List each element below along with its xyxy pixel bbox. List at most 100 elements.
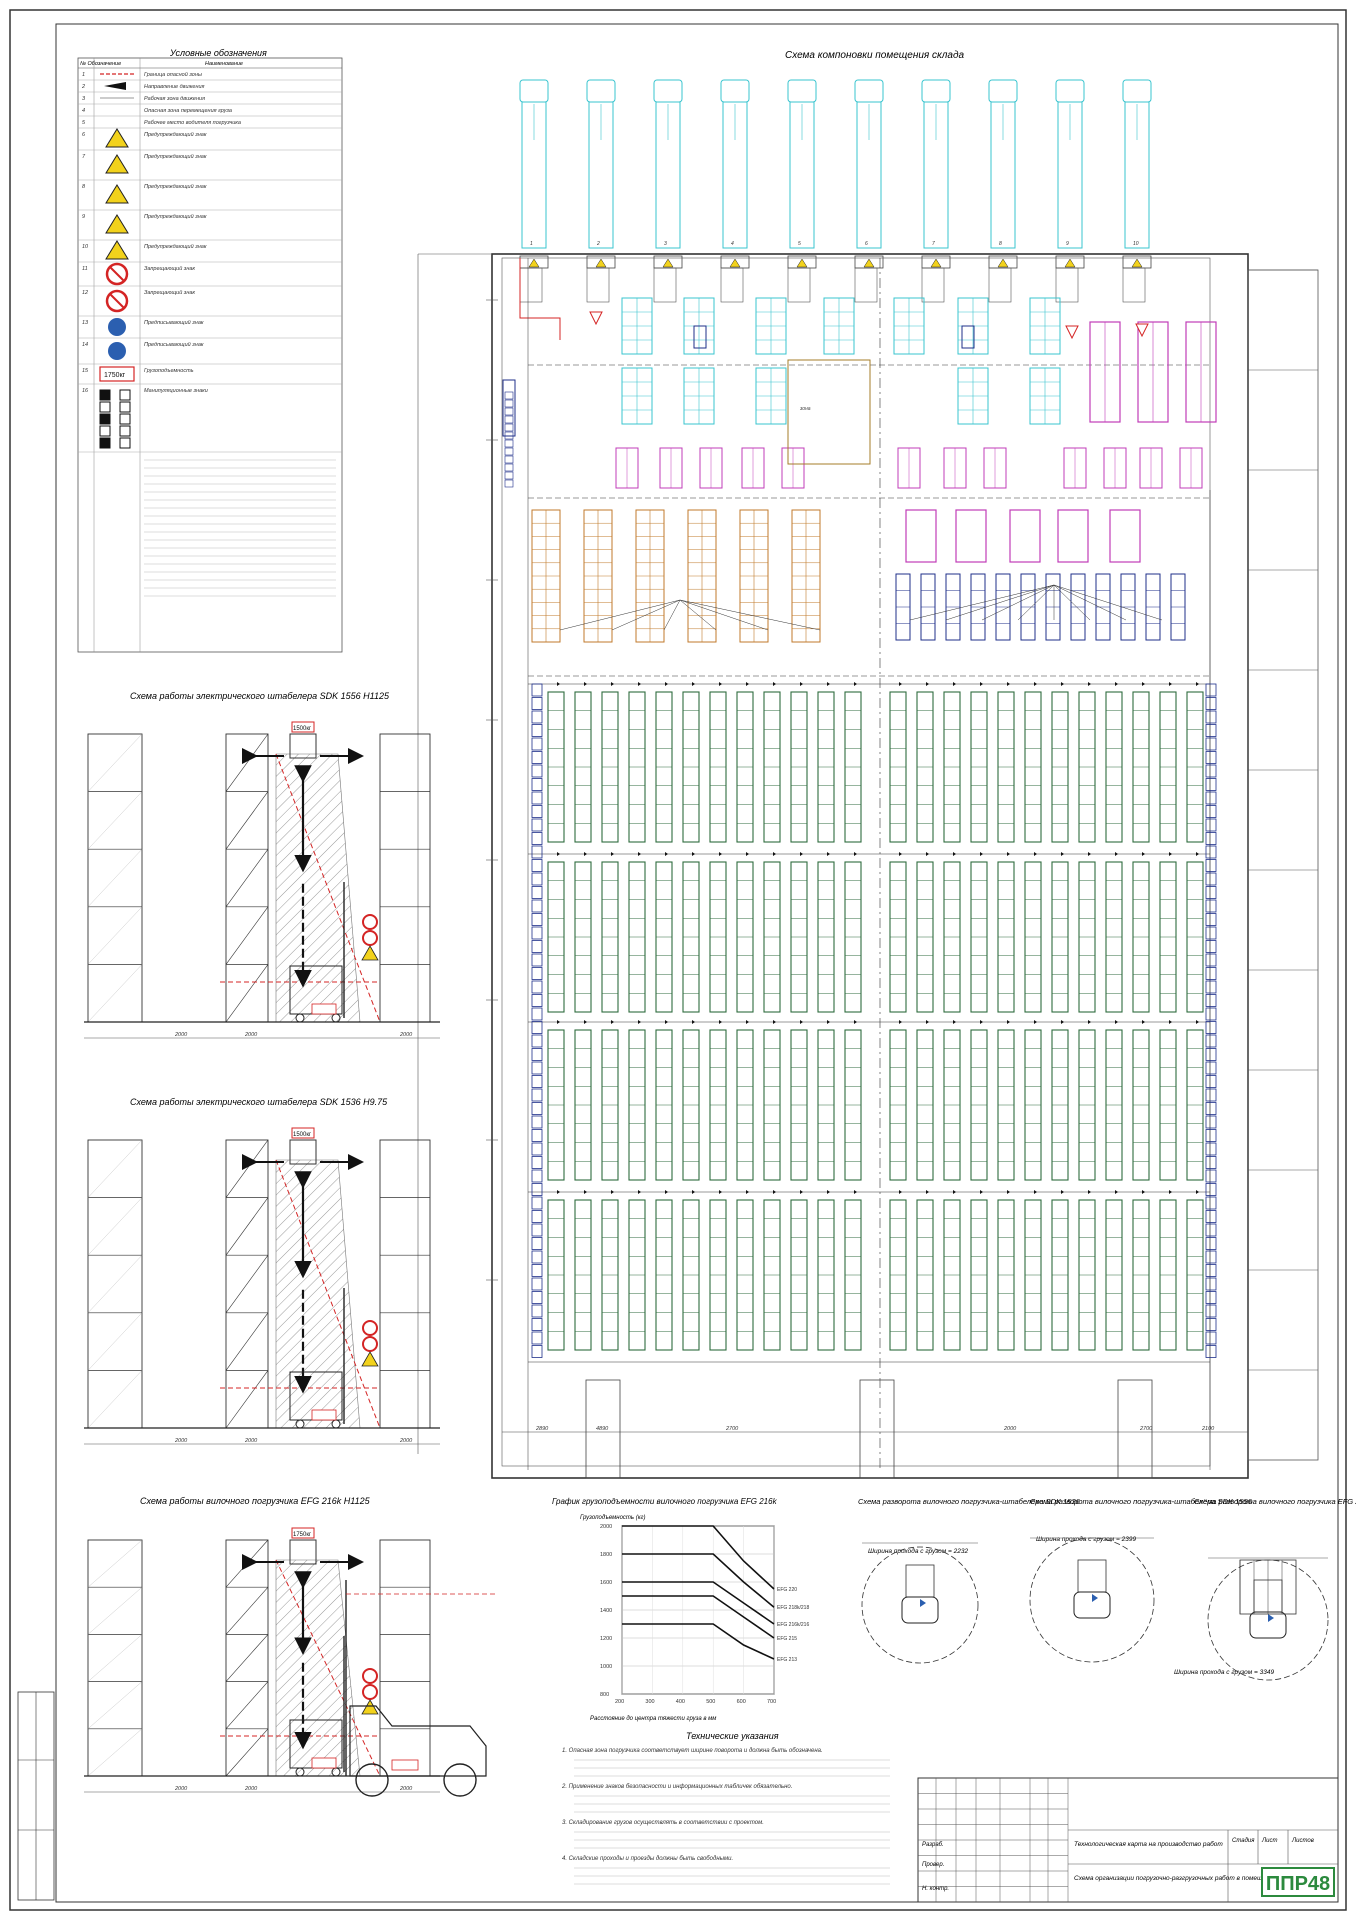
flow-arrow-icon — [719, 852, 722, 856]
pallet-slot — [531, 859, 543, 872]
chart-series-label: EFG 220 — [777, 1587, 797, 1593]
handling-sign-icon — [99, 437, 111, 449]
pallet-slot — [1205, 1196, 1217, 1210]
flow-arrow-icon — [665, 1020, 668, 1024]
forklift-diagram: Схема работы вилочного погрузчика EFG 21… — [84, 1496, 496, 1797]
direction-flag-icon — [1092, 1594, 1098, 1602]
pallet-slot — [531, 710, 543, 724]
legend-row-no: 9 — [82, 214, 85, 220]
pallet-slot — [531, 1277, 543, 1291]
flow-arrow-icon — [1061, 682, 1064, 686]
pallet-slot — [531, 832, 543, 845]
turn3-title: Схема разворота вилочного погрузчика EFG… — [1194, 1497, 1356, 1506]
flow-arrow-icon — [854, 1020, 857, 1024]
chart-ytick: 1600 — [600, 1580, 612, 1586]
chart-xtick: 300 — [645, 1699, 654, 1705]
flow-arrow-icon — [980, 1020, 983, 1024]
dimension-label: 2000 — [244, 1786, 258, 1792]
flow-arrow-icon — [1007, 852, 1010, 856]
dimension-label: 4890 — [596, 1426, 609, 1432]
pallet-slot — [1205, 1142, 1217, 1156]
chart-ytick: 2000 — [600, 1524, 612, 1530]
warning-sign-icon — [105, 154, 129, 174]
flow-arrow-icon — [1007, 1190, 1010, 1194]
flow-arrow-icon — [827, 1190, 830, 1194]
dimension-label: 2000 — [174, 1786, 188, 1792]
pallet-slot — [1205, 737, 1217, 751]
chart-series-line — [622, 1623, 775, 1660]
legend-row-no: 8 — [82, 184, 86, 190]
stamp-sheet: Лист — [1261, 1838, 1277, 1844]
load-plate-text: 1500кг — [293, 1132, 312, 1138]
flow-arrow-icon — [773, 1190, 776, 1194]
pallet-slot — [531, 791, 543, 805]
dimension-label: 2890 — [535, 1426, 549, 1432]
legend-col-name: Наименование — [205, 61, 243, 67]
flow-arrow-icon — [899, 1190, 902, 1194]
warning-sign-icon — [361, 1699, 379, 1715]
pallet-slot — [1205, 1007, 1217, 1021]
legend-row-text: Предупреждающий знак — [144, 183, 207, 190]
flow-arrow-icon — [953, 1020, 956, 1024]
legend-row-no: 16 — [82, 388, 89, 394]
stacker-title: Схема работы электрического штабелера SD… — [130, 691, 390, 701]
flow-arrow-icon — [827, 1020, 830, 1024]
stacker-diagram: Схема работы электрического штабелера SD… — [84, 691, 440, 1039]
column — [585, 1379, 621, 1479]
truck-cab — [921, 79, 951, 103]
legend-row-no: 15 — [82, 368, 89, 374]
chart-xlabel: Расстояние до центра тяжести груза в мм — [590, 1716, 716, 1722]
yield-sign-icon — [1135, 323, 1149, 338]
gate-number: 6 — [865, 241, 868, 247]
navy-rack — [961, 325, 975, 349]
flow-arrow-icon — [926, 1020, 929, 1024]
flow-arrow-icon — [557, 1020, 560, 1024]
chart-ytick: 1000 — [600, 1664, 612, 1670]
turn1-title: Схема разворота вилочного погрузчика-шта… — [858, 1497, 1081, 1506]
stamp-stage: Стадия — [1232, 1838, 1255, 1844]
flow-arrow-icon — [638, 1020, 641, 1024]
pallet-slot — [1205, 1345, 1217, 1358]
pallet-slot — [531, 1264, 543, 1277]
danger-zone-hatch — [275, 1559, 361, 1777]
truck-top-view — [1073, 1591, 1111, 1619]
chart-series-line — [622, 1525, 775, 1590]
flow-arrow-icon — [980, 682, 983, 686]
chart-ytick: 1800 — [600, 1552, 612, 1558]
dock-leveller — [787, 267, 811, 303]
flow-arrow-icon — [800, 1020, 803, 1024]
dimension-label: 2000 — [399, 1438, 413, 1444]
pallet-slot — [531, 683, 543, 697]
legend-row-text: Предупреждающий знак — [144, 213, 207, 220]
chart-series-line — [622, 1553, 775, 1608]
flow-arrow-icon — [926, 852, 929, 856]
flow-arrow-icon — [1007, 682, 1010, 686]
pallet-slot — [531, 778, 543, 791]
dock-leveller — [519, 267, 543, 303]
flow-arrow-icon — [800, 1190, 803, 1194]
margin-stamp — [17, 1691, 55, 1901]
truck-top-view — [901, 1596, 939, 1624]
warning-sign-icon — [930, 258, 942, 268]
warning-sign-icon — [662, 258, 674, 268]
truck-trailer — [655, 101, 681, 249]
legend-row-no: 6 — [82, 132, 86, 138]
dock-leveller — [988, 267, 1012, 303]
pallet-slot — [531, 872, 543, 886]
truck-cab — [1122, 79, 1152, 103]
pallet-slot — [1205, 1061, 1217, 1075]
gate-number: 1 — [530, 241, 533, 247]
pallet-slot — [531, 1048, 543, 1061]
pallet-slot — [1205, 805, 1217, 818]
flow-arrow-icon — [1061, 1190, 1064, 1194]
flow-arrow-icon — [638, 852, 641, 856]
pallet-slot — [1205, 1291, 1217, 1304]
flow-arrow-icon — [557, 852, 560, 856]
pallet-slot — [1205, 1183, 1217, 1196]
pallet-slot — [1205, 967, 1217, 980]
flow-arrow-icon — [953, 1190, 956, 1194]
warning-sign-icon — [361, 1351, 379, 1367]
pallet-slot — [531, 764, 543, 778]
pallet-slot — [1205, 953, 1217, 967]
